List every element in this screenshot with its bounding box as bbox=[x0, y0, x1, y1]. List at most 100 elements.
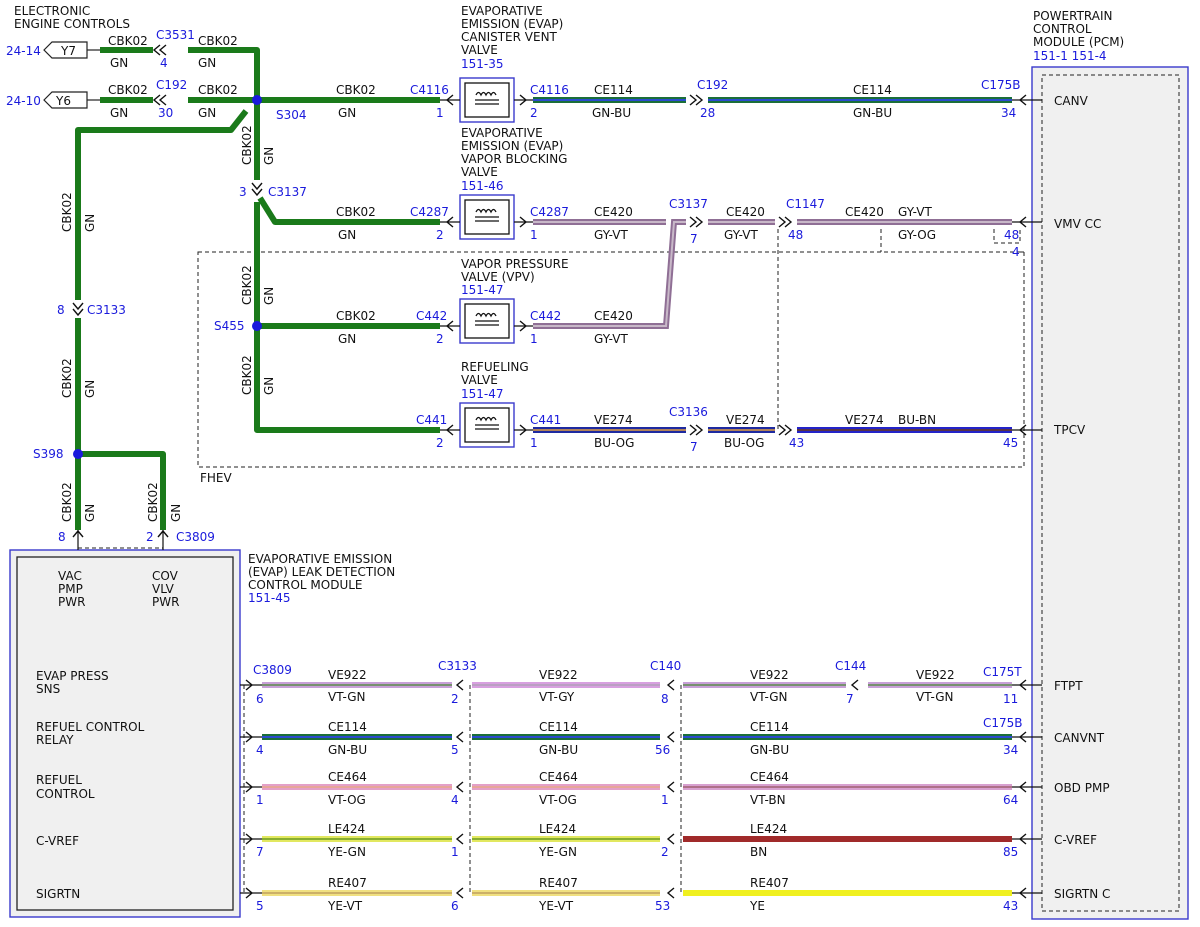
diagram-label: REFUEL CONTROL bbox=[36, 720, 145, 734]
diagram-label: 4 bbox=[256, 743, 264, 757]
diagram-label: CE420 bbox=[845, 205, 884, 219]
diagram-label: GY-VT bbox=[594, 228, 628, 242]
diagram-label: 28 bbox=[700, 106, 715, 120]
diagram-label: GN-BU bbox=[853, 106, 892, 120]
diagram-label: C442 bbox=[416, 309, 447, 323]
diagram-label: VT-GN bbox=[916, 690, 953, 704]
diagram-label: FTPT bbox=[1054, 679, 1083, 693]
diagram-label: C442 bbox=[530, 309, 561, 323]
diagram-label: CE420 bbox=[594, 205, 633, 219]
diagram-label: 151-46 bbox=[461, 179, 504, 193]
diagram-label: SIGRTN C bbox=[1054, 887, 1110, 901]
vapor-pressure-valve bbox=[459, 298, 515, 344]
diagram-label: 151-45 bbox=[248, 591, 291, 605]
wire-color: GN bbox=[83, 380, 97, 398]
y6-label: Y6 bbox=[55, 94, 71, 108]
diagram-label: POWERTRAIN bbox=[1033, 9, 1113, 23]
diagram-label: VAPOR PRESSURE bbox=[461, 257, 569, 271]
connector-c192: C192 bbox=[156, 78, 187, 92]
diagram-label: 2 bbox=[530, 106, 538, 120]
diagram-label: VT-BN bbox=[750, 793, 786, 807]
diagram-label: VE922 bbox=[916, 668, 955, 682]
diagram-label: 5 bbox=[256, 899, 264, 913]
diagram-label: 48 bbox=[1004, 228, 1019, 242]
diagram-label: COV bbox=[152, 569, 179, 583]
pcm-labels: POWERTRAIN CONTROL MODULE (PCM) 151-1 15… bbox=[1033, 9, 1124, 901]
diagram-label: 151-47 bbox=[461, 387, 504, 401]
diagram-label: C4287 bbox=[410, 205, 449, 219]
diagram-label: CE420 bbox=[726, 205, 765, 219]
diagram-label: VT-OG bbox=[539, 793, 577, 807]
diagram-label: CANISTER VENT bbox=[461, 30, 558, 44]
diagram-label: GN-BU bbox=[750, 743, 789, 757]
diagram-label: CE114 bbox=[539, 720, 578, 734]
pin: 4 bbox=[160, 56, 168, 70]
diagram-label: YE-GN bbox=[327, 845, 366, 859]
diagram-label: OBD PMP bbox=[1054, 781, 1110, 795]
diagram-label: CE464 bbox=[539, 770, 578, 784]
wire-label: CBK02 bbox=[108, 83, 148, 97]
diagram-label: 1 bbox=[436, 106, 444, 120]
wire-label: CBK02 bbox=[146, 482, 160, 522]
diagram-label: GN-BU bbox=[328, 743, 367, 757]
pin: 8 bbox=[57, 303, 65, 317]
diagram-label: C3809 bbox=[253, 663, 292, 677]
diagram-label: YE-GN bbox=[538, 845, 577, 859]
diagram-label: 2 bbox=[661, 845, 669, 859]
diagram-label: YE bbox=[749, 899, 765, 913]
diagram-label: C-VREF bbox=[1054, 833, 1097, 847]
diagram-label: 53 bbox=[655, 899, 670, 913]
diagram-label: 8 bbox=[661, 692, 669, 706]
diagram-label: C441 bbox=[416, 413, 447, 427]
diagram-label: 1 bbox=[530, 228, 538, 242]
diagram-label: REFUELING bbox=[461, 360, 529, 374]
diagram-label: GY-VT bbox=[898, 205, 932, 219]
diagram-label: VALVE bbox=[461, 43, 498, 57]
diagram-label: (EVAP) LEAK DETECTION bbox=[248, 565, 395, 579]
wire-color: GN bbox=[262, 287, 276, 305]
wire-color: GN bbox=[262, 377, 276, 395]
diagram-label: 1 bbox=[256, 793, 264, 807]
diagram-label: 151-35 bbox=[461, 57, 504, 71]
diagram-label: C3136 bbox=[669, 405, 708, 419]
wire-color: GN bbox=[338, 332, 356, 346]
diagram-label: CE114 bbox=[853, 83, 892, 97]
diagram-label: 6 bbox=[256, 692, 264, 706]
canister-vent-valve bbox=[459, 77, 515, 123]
diagram-label: C4116 bbox=[410, 83, 449, 97]
diagram-label: RE407 bbox=[328, 876, 367, 890]
diagram-label: EVAPORATIVE bbox=[461, 126, 543, 140]
diagram-label: C-VREF bbox=[36, 834, 79, 848]
diagram-label: 85 bbox=[1003, 845, 1018, 859]
diagram-label: 5 bbox=[451, 743, 459, 757]
eec-title-1: ELECTRONIC bbox=[14, 4, 90, 18]
diagram-label: C175B bbox=[981, 78, 1021, 92]
diagram-label: VT-GN bbox=[328, 690, 365, 704]
diagram-label: BU-OG bbox=[594, 436, 634, 450]
diagram-label: 1 bbox=[451, 845, 459, 859]
diagram-label: YE-VT bbox=[327, 899, 363, 913]
ldcm-labels: EVAPORATIVE EMISSION (EVAP) LEAK DETECTI… bbox=[36, 552, 395, 901]
diagram-label: 6 bbox=[451, 899, 459, 913]
diagram-label: PMP bbox=[58, 582, 83, 596]
connector-chevrons bbox=[72, 44, 1027, 899]
diagram-label: MODULE (PCM) bbox=[1033, 35, 1124, 49]
diagram-label: VT-OG bbox=[328, 793, 366, 807]
diagram-label: C175B bbox=[983, 716, 1023, 730]
ref-24-10: 24-10 bbox=[6, 94, 41, 108]
fhev-label: FHEV bbox=[200, 471, 233, 485]
splice-s304: S304 bbox=[276, 108, 307, 122]
refueling-valve bbox=[459, 402, 515, 448]
diagram-label: 7 bbox=[846, 692, 854, 706]
diagram-label: 4 bbox=[1012, 245, 1020, 259]
diagram-label: CONTROL bbox=[1033, 22, 1092, 36]
diagram-label: TPCV bbox=[1053, 423, 1086, 437]
diagram-label: VAPOR BLOCKING bbox=[461, 152, 567, 166]
wire-color: GN bbox=[83, 214, 97, 232]
left-labels: ELECTRONIC ENGINE CONTROLS Y7 Y6 24-14 2… bbox=[6, 4, 376, 544]
splice-s455: S455 bbox=[214, 319, 245, 333]
wire-color: GN bbox=[83, 504, 97, 522]
wire-label: CBK02 bbox=[240, 265, 254, 305]
diagram-label: 1 bbox=[530, 332, 538, 346]
ref-24-14: 24-14 bbox=[6, 44, 41, 58]
